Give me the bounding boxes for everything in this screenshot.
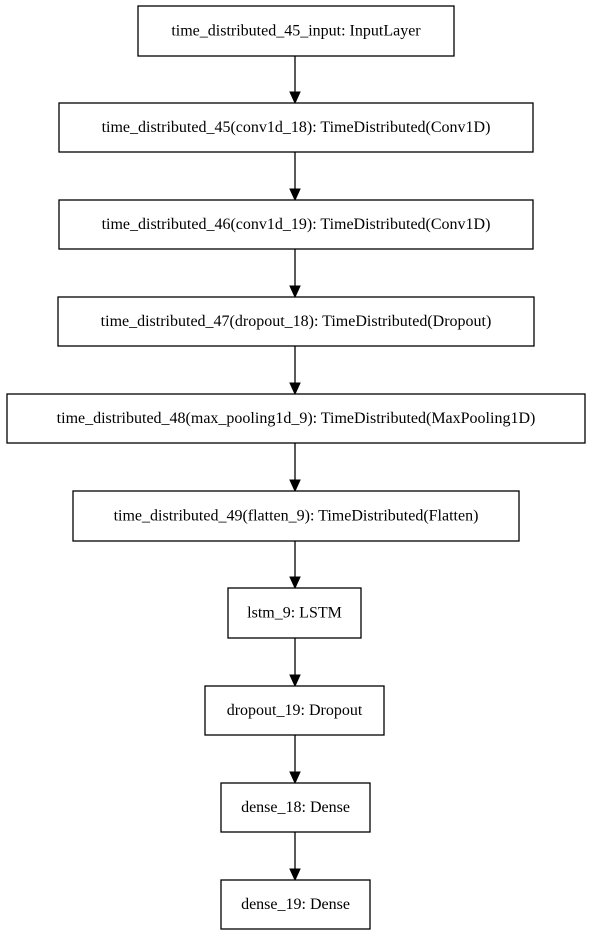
node-box [72, 490, 520, 542]
arrowhead-icon [289, 771, 301, 785]
node-time-distributed-49: time_distributed_49(flatten_9): TimeDist… [72, 490, 520, 542]
edge-arrow-time-distributed-45-input-to-time-distributed-45 [289, 56, 301, 105]
node-label: time_distributed_45(conv1d_18): TimeDist… [102, 119, 491, 136]
edge-arrow-time-distributed-46-to-time-distributed-47 [289, 249, 301, 299]
arrowhead-icon [289, 91, 301, 105]
arrowhead-icon [289, 674, 301, 688]
edge-arrow-time-distributed-49-to-lstm-9 [289, 541, 301, 590]
edge-arrow-time-distributed-47-to-time-distributed-48 [289, 346, 301, 396]
edges-layer [289, 56, 301, 882]
arrowhead-icon [289, 868, 301, 882]
node-label: time_distributed_49(flatten_9): TimeDist… [114, 508, 479, 525]
arrowhead-icon [289, 188, 301, 202]
arrowhead-icon [289, 479, 301, 493]
node-label: dense_19: Dense [241, 896, 350, 913]
node-label: time_distributed_47(dropout_18): TimeDis… [101, 313, 492, 330]
node-box [220, 782, 371, 833]
arrowhead-icon [289, 285, 301, 299]
node-time-distributed-48: time_distributed_48(max_pooling1d_9): Ti… [6, 393, 586, 444]
node-time-distributed-47: time_distributed_47(dropout_18): TimeDis… [57, 296, 535, 347]
node-dropout-19: dropout_19: Dropout [204, 685, 385, 736]
node-label: dropout_19: Dropout [227, 702, 363, 719]
arrowhead-icon [289, 382, 301, 396]
node-box [227, 587, 362, 639]
edge-arrow-dropout-19-to-dense-18 [289, 735, 301, 785]
edge-arrow-lstm-9-to-dropout-19 [289, 638, 301, 688]
node-lstm-9: lstm_9: LSTM [227, 587, 362, 639]
arrowhead-icon [289, 576, 301, 590]
node-box [204, 685, 385, 736]
node-box [57, 296, 535, 347]
nodes-layer: time_distributed_45_input: InputLayer tim… [6, 5, 586, 930]
node-label: dense_18: Dense [241, 799, 350, 816]
node-time-distributed-45-input: time_distributed_45_input: InputLayer [137, 5, 455, 57]
node-box [220, 879, 371, 930]
node-time-distributed-45: time_distributed_45(conv1d_18): TimeDist… [58, 102, 534, 153]
node-time-distributed-46: time_distributed_46(conv1d_19): TimeDist… [58, 199, 534, 250]
node-label: time_distributed_48(max_pooling1d_9): Ti… [57, 410, 536, 427]
node-label: time_distributed_46(conv1d_19): TimeDist… [102, 216, 491, 233]
edge-arrow-time-distributed-45-to-time-distributed-46 [289, 152, 301, 202]
node-dense-19: dense_19: Dense [220, 879, 371, 930]
edge-arrow-time-distributed-48-to-time-distributed-49 [289, 443, 301, 493]
node-dense-18: dense_18: Dense [220, 782, 371, 833]
node-box [58, 102, 534, 153]
node-box [6, 393, 586, 444]
node-label: time_distributed_45_input: InputLayer [171, 23, 421, 40]
node-box [137, 5, 455, 57]
edge-arrow-dense-18-to-dense-19 [289, 832, 301, 882]
node-box [58, 199, 534, 250]
node-label: lstm_9: LSTM [247, 605, 342, 622]
